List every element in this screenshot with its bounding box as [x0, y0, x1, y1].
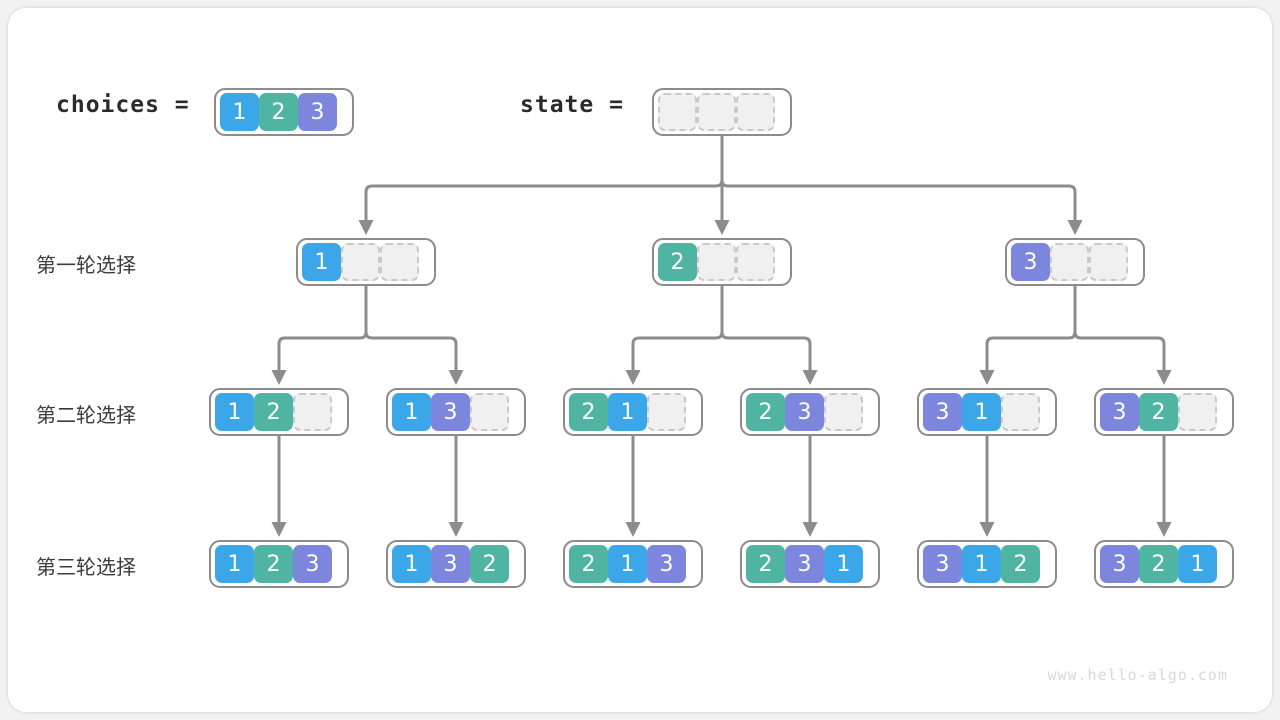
- array-slot-value: 2: [746, 393, 785, 431]
- array-slot-value: 3: [923, 393, 962, 431]
- array-slot-empty: [1001, 393, 1040, 431]
- array-slot-empty: [824, 393, 863, 431]
- array-slot-value: 1: [1178, 545, 1217, 583]
- array-slot-value: 3: [647, 545, 686, 583]
- array-slot-empty: [293, 393, 332, 431]
- array-slot-empty: [1050, 243, 1089, 281]
- array-slot-empty: [647, 393, 686, 431]
- array-slot-value: 1: [392, 545, 431, 583]
- array-slot-value: 3: [431, 393, 470, 431]
- array-slot-empty: [697, 93, 736, 131]
- array-slot-value: 3: [1100, 545, 1139, 583]
- array-slot-value: 2: [658, 243, 697, 281]
- array-slot-value: 2: [254, 393, 293, 431]
- array-slot-value: 2: [569, 545, 608, 583]
- array-slot-value: 2: [254, 545, 293, 583]
- array-slot-empty: [736, 243, 775, 281]
- array-slot-value: 3: [298, 93, 337, 131]
- array-slot-value: 1: [215, 393, 254, 431]
- array-slot-value: 3: [431, 545, 470, 583]
- tree-node-r1-n1: 1: [296, 238, 436, 286]
- array-slot-empty: [1089, 243, 1128, 281]
- array-slot-value: 2: [1139, 545, 1178, 583]
- state-array: [652, 88, 792, 136]
- array-slot-empty: [341, 243, 380, 281]
- choices-label: choices =: [56, 92, 190, 118]
- array-slot-empty: [1178, 393, 1217, 431]
- array-slot-value: 2: [569, 393, 608, 431]
- array-slot-value: 3: [785, 393, 824, 431]
- array-slot-value: 3: [923, 545, 962, 583]
- row-label-1: 第一轮选择: [36, 253, 136, 277]
- diagram-card: [8, 8, 1272, 712]
- array-slot-value: 2: [746, 545, 785, 583]
- array-slot-value: 3: [1100, 393, 1139, 431]
- array-slot-value: 2: [470, 545, 509, 583]
- array-slot-value: 1: [392, 393, 431, 431]
- tree-node-r1-n3: 3: [1005, 238, 1145, 286]
- array-slot-empty: [380, 243, 419, 281]
- array-slot-empty: [736, 93, 775, 131]
- array-slot-empty: [658, 93, 697, 131]
- state-label: state =: [520, 92, 624, 118]
- array-slot-empty: [697, 243, 736, 281]
- tree-node-r1-n2: 2: [652, 238, 792, 286]
- row-label-3: 第三轮选择: [36, 555, 136, 579]
- array-slot-value: 1: [215, 545, 254, 583]
- array-slot-empty: [470, 393, 509, 431]
- array-slot-value: 2: [1001, 545, 1040, 583]
- row-label-2: 第二轮选择: [36, 403, 136, 427]
- array-slot-value: 1: [824, 545, 863, 583]
- array-slot-value: 3: [785, 545, 824, 583]
- array-slot-value: 2: [1139, 393, 1178, 431]
- array-slot-value: 1: [962, 393, 1001, 431]
- array-slot-value: 2: [259, 93, 298, 131]
- array-slot-value: 3: [1011, 243, 1050, 281]
- array-slot-value: 1: [220, 93, 259, 131]
- array-slot-value: 1: [608, 545, 647, 583]
- watermark: www.hello-algo.com: [1047, 666, 1228, 684]
- array-slot-value: 1: [962, 545, 1001, 583]
- array-slot-value: 1: [302, 243, 341, 281]
- array-slot-value: 3: [293, 545, 332, 583]
- array-slot-value: 1: [608, 393, 647, 431]
